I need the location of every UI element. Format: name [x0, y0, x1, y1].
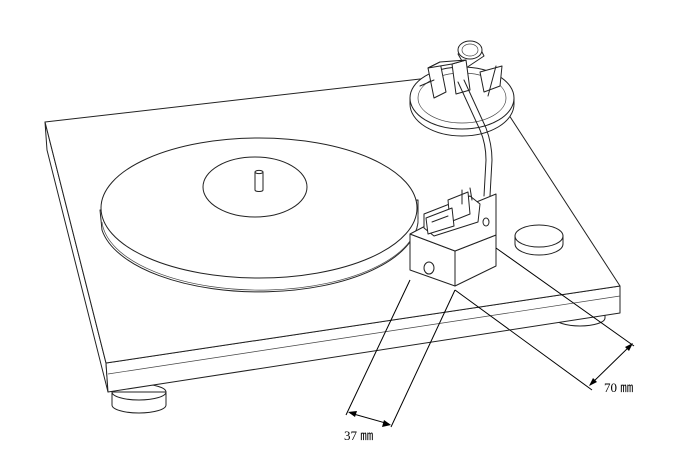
- width-dimension: [345, 279, 456, 428]
- platter-top: [100, 137, 418, 279]
- width-dimension-label: 37 ㎜: [344, 428, 373, 443]
- depth-dimension-label: 70 ㎜: [604, 380, 633, 395]
- depth-dimension: [454, 247, 635, 391]
- round-control-knob: [514, 224, 564, 256]
- cartridge-block: [409, 187, 497, 287]
- spindle: [254, 169, 264, 192]
- platter: [99, 137, 419, 293]
- arm-base: [419, 59, 503, 99]
- record-label-area: [202, 156, 308, 218]
- block-knob: [423, 261, 435, 275]
- tonearm-tube: [457, 79, 493, 197]
